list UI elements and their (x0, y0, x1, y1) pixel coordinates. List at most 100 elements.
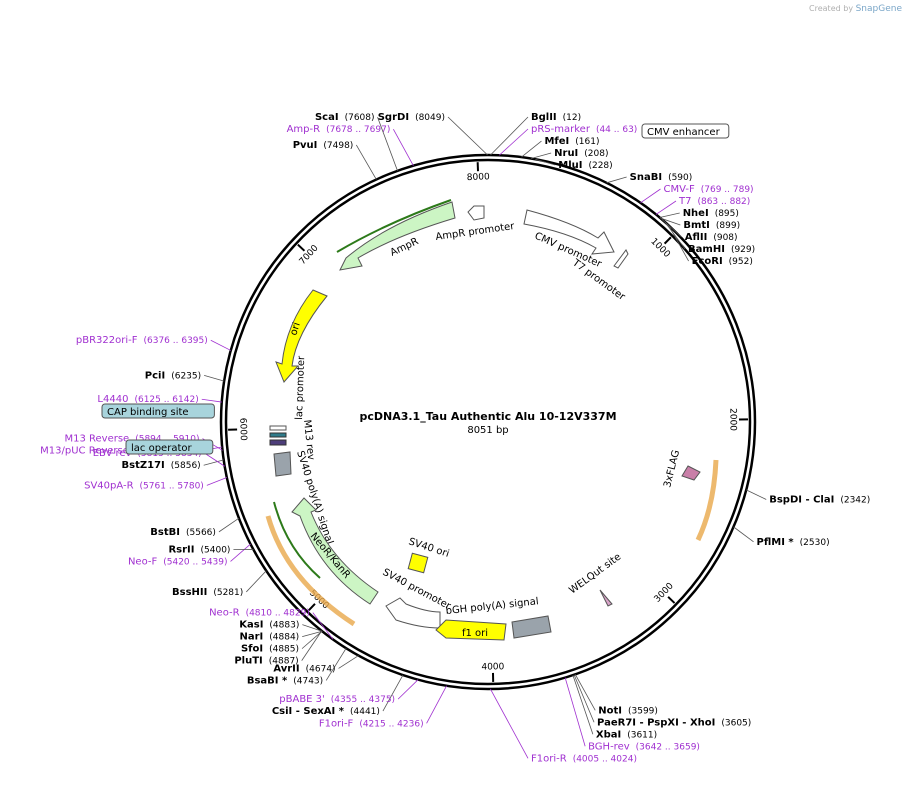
enzyme-name: NheI (683, 208, 709, 219)
enzyme-label[interactable]: BsaBI *(4743) (247, 675, 323, 686)
enzyme-label[interactable]: PciI(6235) (145, 370, 201, 381)
primer-label[interactable]: CMV-F(769 .. 789) (664, 184, 754, 195)
enzyme-label[interactable]: BstZ17I(5856) (122, 460, 201, 471)
enzyme-label[interactable]: PvuI(7498) (293, 140, 354, 151)
enzyme-label[interactable]: PflMI *(2530) (757, 537, 830, 548)
enzyme-coord: (952) (729, 257, 753, 267)
enzyme-label[interactable]: NheI(895) (683, 208, 739, 219)
enzyme-label[interactable]: BmtI(899) (683, 220, 740, 231)
enzyme-label[interactable]: XbaI(3611) (596, 729, 657, 740)
label-leader (206, 477, 227, 486)
enzyme-label[interactable]: KasI(4883) (239, 620, 299, 631)
enzyme-label[interactable]: AvrII(4674) (273, 663, 335, 674)
boxed-label[interactable]: CAP binding site (107, 407, 189, 418)
feature-label-welqut: WELQut site (567, 552, 623, 597)
label-leader (355, 144, 377, 180)
enzyme-label[interactable]: NarI (4884) (239, 632, 299, 643)
feature-label-bgh-polya: bGH poly(A) signal (445, 596, 539, 617)
enzyme-label[interactable]: SgrDI(8049) (378, 112, 445, 123)
feature-sv40-ori[interactable]: SV40 ori (407, 536, 451, 574)
primer-label[interactable]: pBABE 3'(4355 .. 4375) (279, 694, 395, 705)
boxed-label[interactable]: lac operator (131, 443, 192, 454)
enzyme-name: MluI (558, 160, 582, 171)
enzyme-label[interactable]: RsrII(5400) (168, 544, 230, 555)
enzyme-label[interactable]: SnaBI(590) (630, 172, 693, 183)
enzyme-label[interactable]: BssHII(5281) (172, 587, 243, 598)
primer-coord: (4005 .. 4024) (573, 754, 637, 764)
feature-ori[interactable]: ori (275, 289, 328, 383)
tick-mark (297, 243, 306, 252)
feature-cmv-promoter[interactable]: CMV promoter (523, 209, 615, 270)
enzyme-name: NarI (239, 632, 263, 643)
enzyme-name: SgrDI (378, 112, 409, 123)
primer-name: T7 (678, 196, 691, 207)
enzyme-label[interactable]: BglII(12) (531, 112, 581, 123)
enzyme-label[interactable]: MluI(228) (558, 160, 612, 171)
enzyme-name: PaeR7I - PspXI - XhoI (597, 717, 715, 728)
primer-label[interactable]: BGH-rev(3642 .. 3659) (588, 741, 700, 752)
boxed-label[interactable]: CMV enhancer (647, 127, 721, 138)
label-leader (203, 459, 224, 466)
label-leader (659, 212, 680, 218)
primer-label[interactable]: pBR322ori-F(6376 .. 6395) (76, 335, 208, 346)
enzyme-name: MfeI (544, 136, 569, 147)
feature-3xflag[interactable]: 3xFLAG (662, 449, 719, 542)
feature-sv40-polya[interactable]: SV40 poly(A) signal (273, 450, 335, 546)
enzyme-label[interactable]: BamHI(929) (688, 244, 755, 255)
label-leader (325, 648, 347, 681)
enzyme-label[interactable]: BspDI - ClaI(2342) (769, 495, 870, 506)
label-leader (230, 543, 251, 562)
primer-label[interactable]: SV40pA-R(5761 .. 5780) (84, 480, 204, 491)
label-leader (301, 630, 323, 661)
primer-label[interactable]: Neo-F(5420 .. 5439) (128, 556, 228, 567)
enzyme-coord: (899) (716, 221, 740, 231)
primer-label[interactable]: Amp-R(7678 .. 7697) (287, 124, 391, 135)
enzyme-coord: (3605) (721, 718, 751, 728)
enzyme-label[interactable]: NotI(3599) (598, 705, 658, 716)
enzyme-label[interactable]: SfoI(4885) (241, 644, 299, 655)
label-leader (302, 630, 323, 638)
label-leader (660, 217, 681, 226)
primer-label[interactable]: Neo-R(4810 .. 4829) (209, 608, 310, 619)
enzyme-name: BglII (531, 112, 557, 123)
label-leader (498, 128, 529, 156)
feature-m13-rev[interactable]: M13 rev (269, 419, 316, 461)
enzyme-label[interactable]: PluTI(4887) (234, 656, 298, 667)
label-leader (490, 116, 529, 156)
feature-label-m13-rev: M13 rev (301, 419, 316, 461)
primer-label[interactable]: pRS-marker(44 .. 63) (531, 124, 637, 135)
primer-name: pBR322ori-F (76, 335, 138, 346)
enzyme-label[interactable]: PaeR7I - PspXI - XhoI (3605) (597, 717, 751, 728)
enzyme-label[interactable]: EcoRI(952) (692, 256, 753, 267)
enzyme-name: AvrII (273, 663, 299, 674)
primer-name: Amp-R (287, 124, 321, 135)
enzyme-label[interactable]: MfeI(161) (544, 136, 599, 147)
feature-welqut-site[interactable]: WELQut site (567, 552, 623, 607)
primer-name: F1ori-R (531, 753, 567, 764)
enzyme-label[interactable]: CsiI - SexAI *(4441) (272, 706, 380, 717)
enzyme-label[interactable]: BstBI(5566) (150, 527, 216, 538)
feature-f1-ori[interactable]: f1 ori (435, 619, 507, 641)
feature-sv40-promoter[interactable]: SV40 promoter (381, 567, 454, 629)
enzyme-coord: (4884) (269, 633, 299, 643)
enzyme-coord: (908) (713, 233, 737, 243)
primer-label[interactable]: F1ori-F(4215 .. 4236) (319, 718, 424, 729)
boxed-label-frame (125, 439, 214, 455)
primer-label[interactable]: L4440(6125 .. 6142) (97, 394, 198, 405)
label-leader (312, 612, 334, 640)
feature-lac-promoter[interactable]: lac promoter (269, 355, 307, 431)
primer-label[interactable]: T7(863 .. 882) (678, 196, 750, 207)
enzyme-label[interactable]: AflII(908) (685, 232, 738, 243)
label-leader (302, 624, 323, 632)
primer-arc-neo (265, 515, 356, 627)
primer-label[interactable]: F1ori-R (4005 .. 4024) (531, 753, 637, 764)
tick-mark (663, 236, 672, 245)
label-leader (572, 675, 594, 735)
enzyme-label[interactable]: ScaI(7608) (315, 112, 375, 123)
enzyme-coord: (5566) (186, 528, 216, 538)
enzyme-name: NotI (598, 705, 622, 716)
primer-name: L4440 (97, 394, 128, 405)
plasmid-length: 8051 bp (467, 425, 508, 436)
tick-label: 2000 (727, 408, 737, 431)
enzyme-label[interactable]: NruI(208) (554, 148, 608, 159)
